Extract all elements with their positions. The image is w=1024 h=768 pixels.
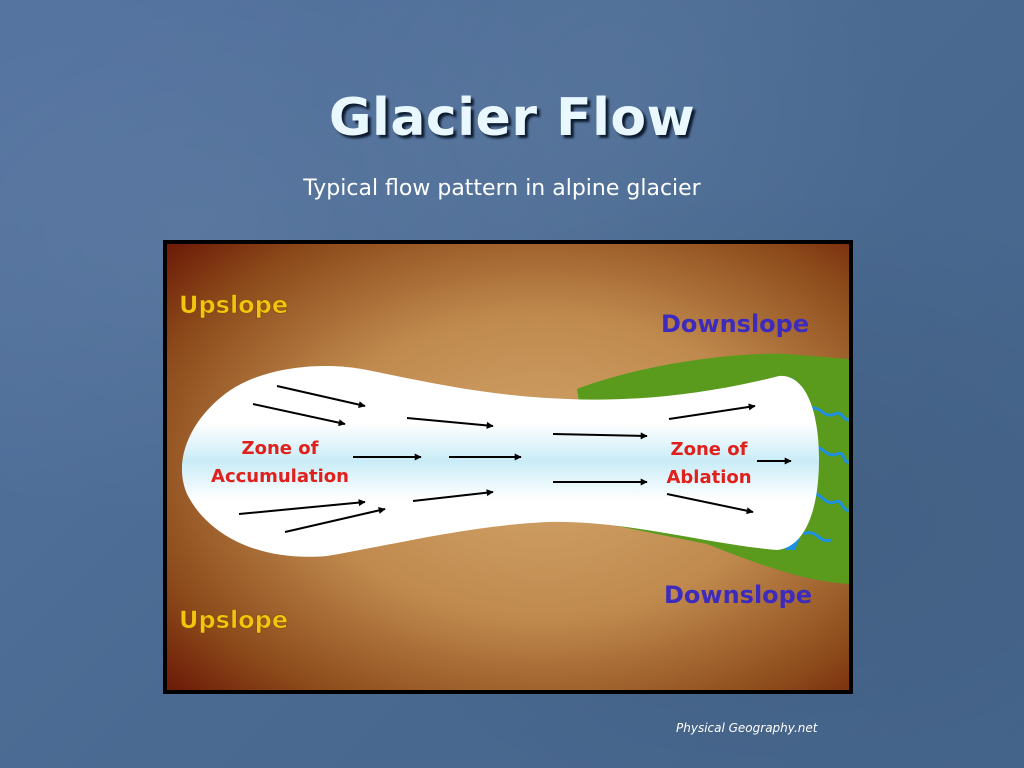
glacier-body — [181, 365, 820, 557]
source-credit: Physical Geography.net — [676, 721, 818, 735]
flow-arrows — [238, 385, 792, 533]
zone-accumulation-label-line2: Accumulation — [211, 466, 349, 487]
slide-title: Glacier Flow — [328, 88, 696, 148]
flow-arrow — [666, 493, 754, 515]
flow-arrow — [406, 417, 494, 429]
flow-arrow — [238, 499, 366, 515]
glacier-diagram-canvas: Upslope Upslope Downslope Downslope Zone… — [167, 244, 849, 690]
flow-arrow — [284, 507, 386, 533]
flow-arrow — [552, 432, 648, 440]
flow-arrow — [668, 403, 756, 420]
zone-ablation-label-line1: Zone of — [671, 439, 748, 460]
upslope-label-top: Upslope — [179, 291, 288, 319]
flow-arrow — [276, 385, 366, 409]
glacier-diagram: Upslope Upslope Downslope Downslope Zone… — [163, 240, 853, 694]
downslope-label-bottom: Downslope — [664, 581, 812, 609]
upslope-label-bottom: Upslope — [179, 606, 288, 634]
downslope-label-top: Downslope — [661, 310, 809, 338]
slide-subtitle: Typical flow pattern in alpine glacier — [303, 176, 701, 201]
flow-arrow — [412, 489, 494, 502]
zone-ablation-label-line2: Ablation — [666, 467, 751, 488]
flow-arrow — [252, 403, 346, 427]
zone-accumulation-label-line1: Zone of — [242, 438, 319, 459]
